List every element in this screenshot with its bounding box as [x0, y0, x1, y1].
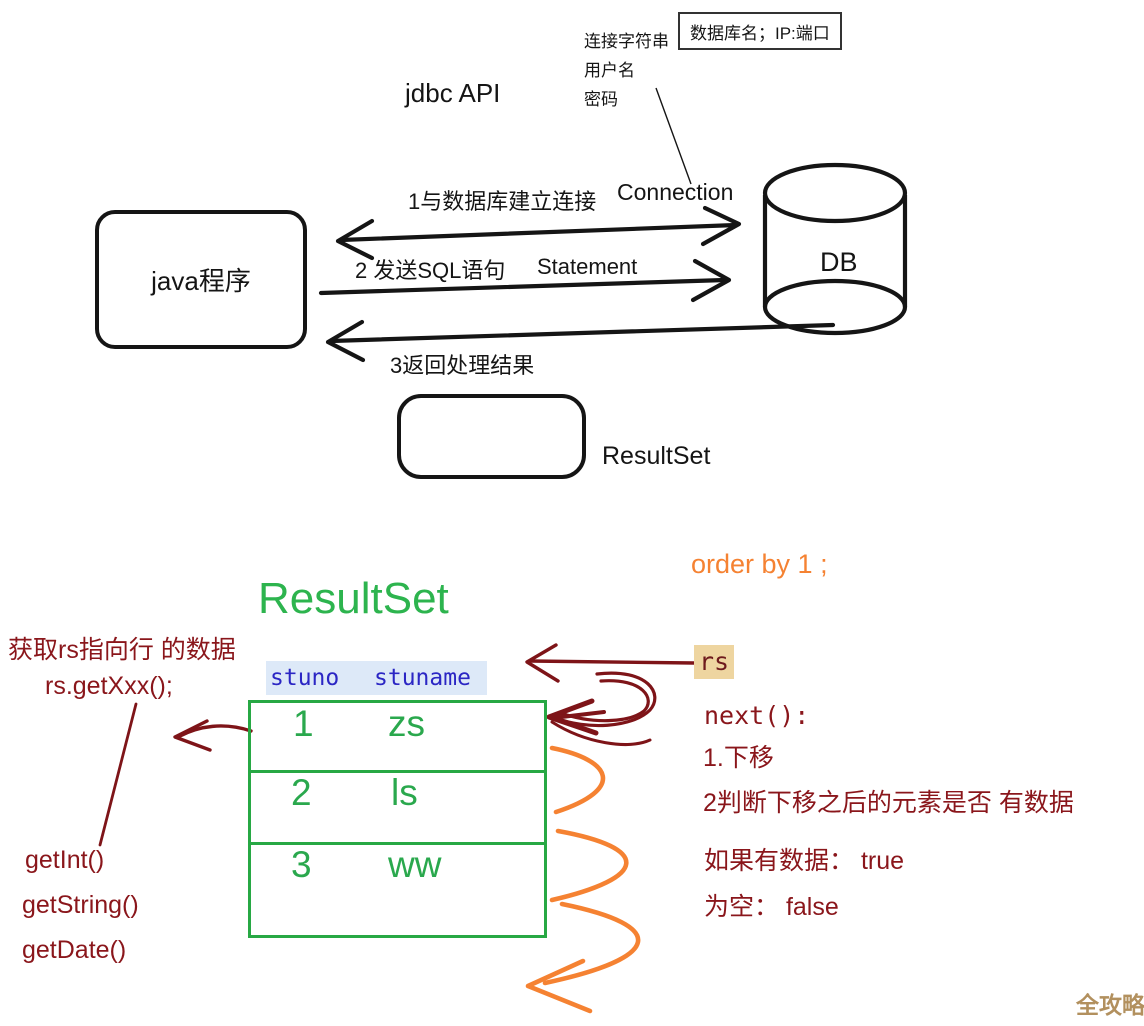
- password-note: 密码: [584, 90, 618, 109]
- db-info-box: 数据库名；IP:端口: [678, 12, 842, 50]
- row-separator: [251, 842, 544, 845]
- username-note: 用户名: [584, 61, 635, 80]
- fetch-row-note: 获取rs指向行 的数据: [8, 636, 236, 664]
- db-label: DB: [820, 247, 858, 277]
- next-step2-note: 2判断下移之后的元素是否 有数据: [703, 789, 1074, 817]
- java-program-box: java程序: [95, 210, 307, 349]
- step3-label: 3返回处理结果: [390, 353, 535, 378]
- row1-left-arrow-icon: [173, 719, 253, 752]
- resultset-table: [248, 700, 547, 938]
- table-cell-stuname-3: ww: [388, 844, 442, 885]
- watermark: 全攻略: [1076, 992, 1144, 1018]
- resultset-box-label: ResultSet: [602, 442, 711, 470]
- rs-pointer-arrow-icon: [525, 643, 696, 683]
- conn-string-note: 连接字符串: [584, 32, 669, 51]
- java-program-label: java程序: [151, 266, 251, 296]
- column-header-stuno: stuno: [270, 665, 340, 691]
- getter-getint: getInt(): [25, 846, 105, 874]
- getter-getdate: getDate(): [22, 936, 127, 964]
- next-true-note: 如果有数据： true: [704, 847, 905, 875]
- statement-label: Statement: [537, 254, 638, 279]
- table-cell-stuname-1: zs: [388, 703, 425, 744]
- getters-connector-line: [98, 702, 138, 847]
- resultset-title: ResultSet: [258, 574, 449, 623]
- step1-label: 1与数据库建立连接: [408, 189, 597, 214]
- table-header-highlight: [266, 661, 487, 695]
- table-cell-stuname-2: ls: [391, 772, 418, 813]
- resultset-box: [397, 394, 586, 479]
- rs-getxxx-note: rs.getXxx();: [45, 672, 173, 700]
- rs-pointer-chip: rs: [694, 645, 735, 679]
- table-cell-stuno-3: 3: [291, 844, 312, 885]
- column-header-stuname: stuname: [374, 665, 471, 691]
- row-separator: [251, 770, 544, 773]
- getter-getstring: getString(): [22, 891, 139, 919]
- connection-label: Connection: [617, 179, 734, 205]
- step2-label: 2 发送SQL语句: [355, 258, 506, 283]
- table-cell-stuno-2: 2: [291, 772, 312, 813]
- order-by-note: order by 1 ;: [691, 549, 828, 579]
- table-cell-stuno-1: 1: [293, 703, 314, 744]
- jdbc-api-label: jdbc API: [405, 78, 501, 108]
- next-step1-note: 1.下移: [703, 744, 774, 772]
- password-to-connection-line: [655, 87, 692, 185]
- rs-loop-arrow-icon: [546, 671, 657, 746]
- next-false-note: 为空： false: [704, 893, 839, 921]
- next-method-label: next():: [704, 701, 810, 730]
